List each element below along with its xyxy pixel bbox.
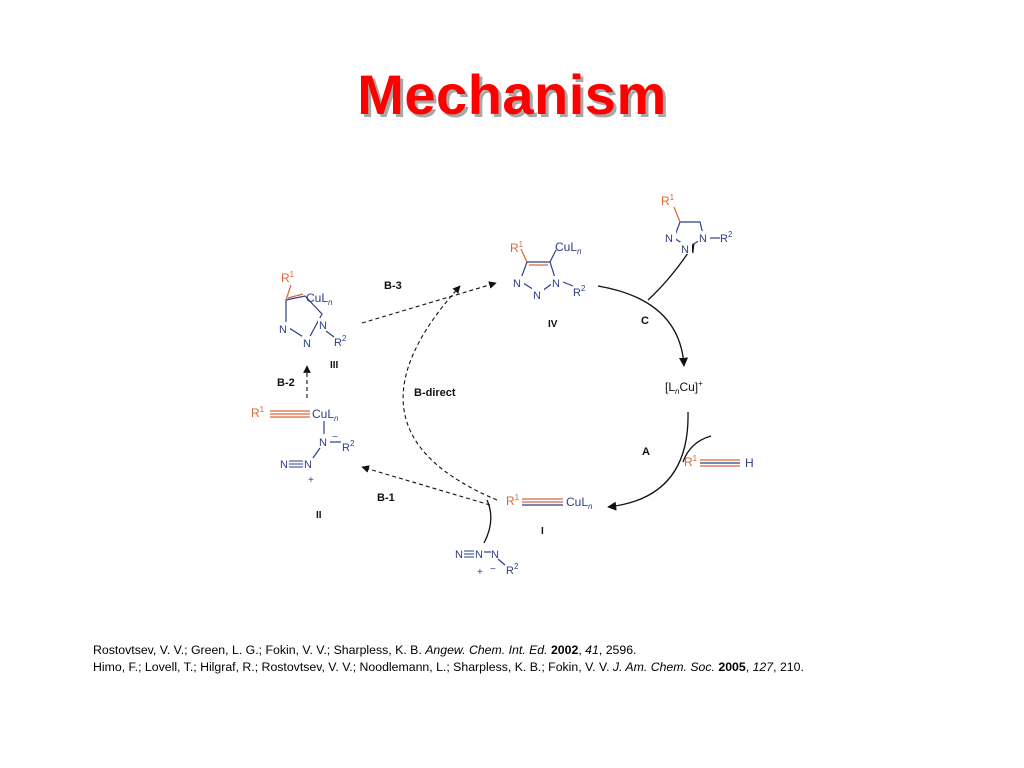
svg-text:R1: R1	[281, 270, 295, 285]
label-b1: B-1	[377, 492, 395, 504]
svg-text:H: H	[745, 456, 754, 470]
svg-text:N: N	[552, 278, 560, 290]
svg-text:−: −	[332, 432, 338, 443]
arrow-a	[607, 411, 689, 511]
reference-1: Rostovtsev, V. V.; Green, L. G.; Fokin, …	[93, 643, 637, 657]
svg-text:N: N	[279, 324, 287, 336]
svg-text:N: N	[491, 549, 499, 561]
svg-text:−: −	[490, 564, 496, 575]
label-b-direct: B-direct	[414, 387, 456, 399]
svg-text:CuLn: CuLn	[306, 291, 333, 307]
intermediate-iii: R1 CuLn N N N R2	[278, 270, 347, 350]
label-b2: B-2	[277, 377, 295, 389]
svg-text:R1: R1	[661, 193, 675, 208]
catalyst-lncu: [LnCu]+	[665, 379, 703, 396]
svg-text:CuLn: CuLn	[555, 240, 582, 256]
svg-text:R2: R2	[720, 230, 733, 245]
svg-text:N: N	[304, 459, 312, 471]
svg-text:N: N	[280, 459, 288, 471]
arrow-azide-in	[483, 499, 492, 544]
arrow-a-alkyne-in	[682, 435, 712, 463]
arrow-b-direct	[402, 285, 498, 501]
product-triazole: R1 N N N R2	[661, 193, 733, 256]
svg-text:N: N	[303, 338, 311, 350]
label-a: A	[642, 446, 650, 458]
svg-text:+: +	[308, 475, 314, 486]
svg-text:R2: R2	[573, 284, 586, 299]
svg-text:R1: R1	[251, 405, 265, 420]
references: Rostovtsev, V. V.; Green, L. G.; Fokin, …	[93, 642, 1018, 676]
svg-text:N: N	[319, 320, 327, 332]
intermediate-iv: R1 CuLn N N N R2	[510, 240, 586, 302]
svg-text:N: N	[513, 278, 521, 290]
svg-text:R2: R2	[506, 562, 519, 577]
svg-text:N: N	[665, 233, 673, 245]
numeral-ii: II	[316, 510, 322, 521]
label-b3: B-3	[384, 280, 402, 292]
slide-title: Mechanism	[357, 63, 667, 126]
svg-text:N: N	[681, 244, 689, 256]
svg-text:+: +	[477, 567, 483, 578]
svg-text:CuLn: CuLn	[312, 407, 339, 423]
svg-text:[LnCu]+: [LnCu]+	[665, 379, 703, 396]
arrow-b3	[361, 281, 497, 324]
terminal-alkyne: R1 H	[684, 454, 754, 470]
svg-text:N: N	[475, 549, 483, 561]
label-c: C	[641, 315, 649, 327]
arrow-c	[597, 285, 689, 367]
svg-text:R2: R2	[342, 439, 355, 454]
svg-text:N: N	[455, 549, 463, 561]
numeral-i: I	[541, 526, 544, 537]
numeral-iv: IV	[548, 319, 558, 330]
svg-text:R2: R2	[334, 334, 347, 349]
copper-acetylide-i: R1 CuLn	[506, 493, 593, 511]
organic-azide: N N + N − R2	[455, 549, 519, 578]
svg-text:R1: R1	[510, 240, 524, 255]
svg-text:N: N	[699, 233, 707, 245]
reference-2: Himo, F.; Lovell, T.; Hilgraf, R.; Rosto…	[93, 660, 804, 674]
numeral-iii: III	[330, 360, 339, 371]
svg-text:N: N	[319, 437, 327, 449]
svg-text:R1: R1	[684, 454, 698, 469]
svg-text:R1: R1	[506, 493, 520, 508]
svg-text:CuLn: CuLn	[566, 495, 593, 511]
svg-text:N: N	[533, 290, 541, 302]
arrow-b1	[361, 465, 491, 506]
intermediate-ii: R1 CuLn N − R2 N + N	[251, 405, 355, 486]
